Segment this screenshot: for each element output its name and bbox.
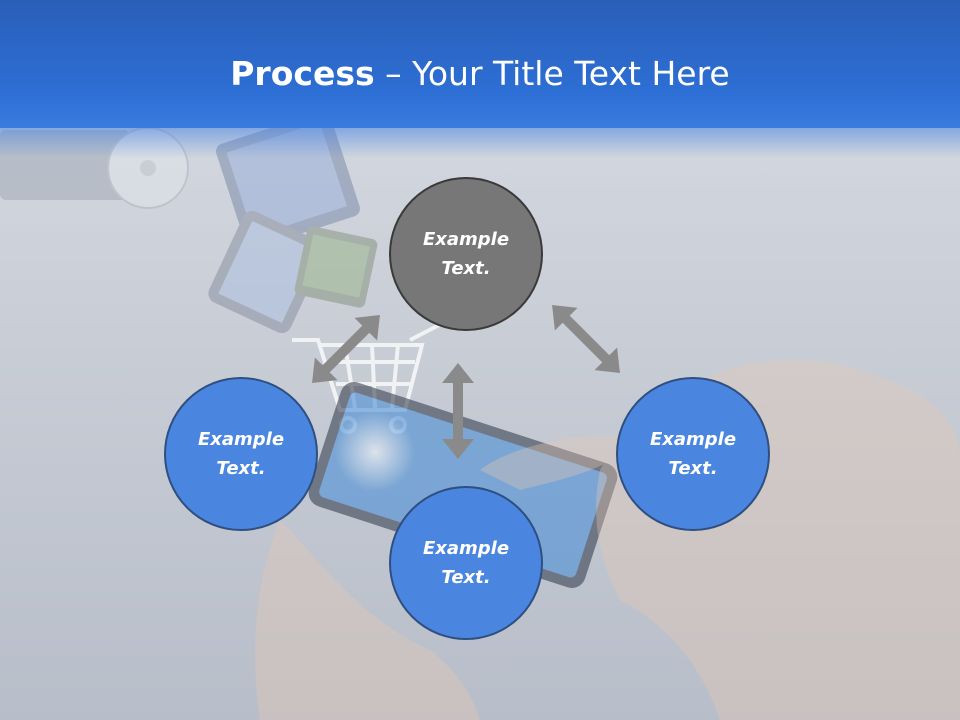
node-left-line2: Text. [216,458,266,479]
node-top-line2: Text. [441,258,491,279]
node-left-line1: Example [197,429,285,450]
node-right-line2: Text. [668,458,718,479]
header-fade [0,128,960,158]
node-top-line1: Example [422,229,510,250]
title-rest: – Your Title Text Here [374,54,730,93]
header-band [0,0,960,128]
node-bottom-line1: Example [422,538,510,559]
slide-title: Process – Your Title Text Here [0,52,960,96]
node-bottom-line2: Text. [441,567,491,588]
title-bold: Process [230,54,375,93]
node-right-line1: Example [649,429,737,450]
